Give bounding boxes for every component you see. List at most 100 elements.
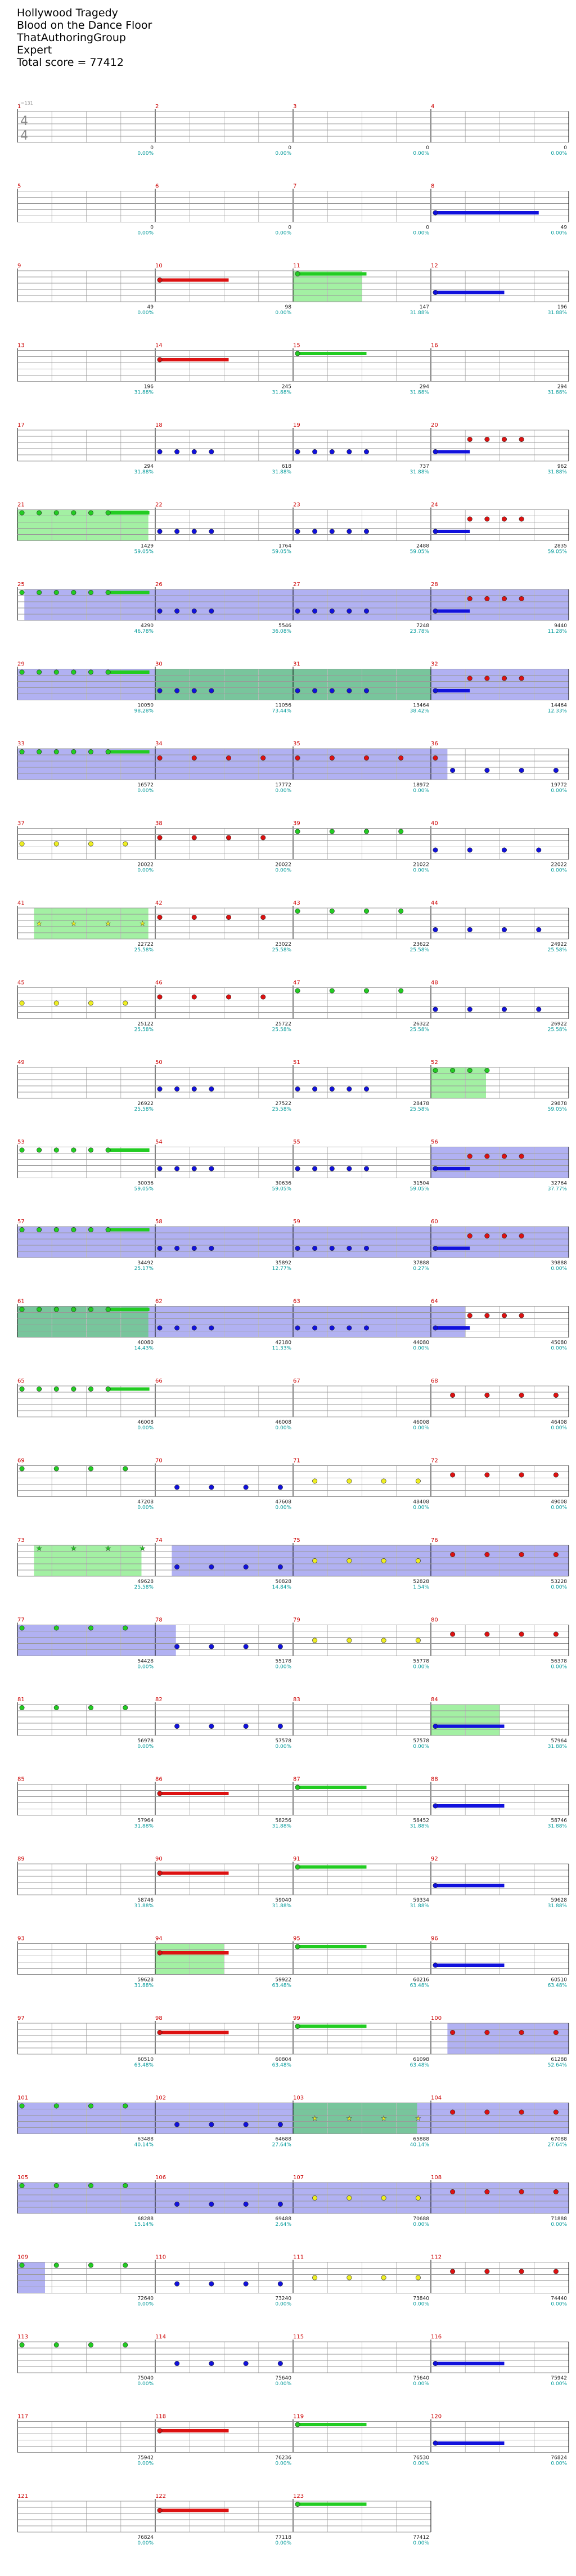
- measure-percent: 0.00%: [137, 788, 154, 794]
- note: [123, 2103, 128, 2109]
- note: [433, 1007, 438, 1012]
- measure-percent: 0.00%: [551, 2302, 567, 2307]
- note: [501, 516, 507, 522]
- sustain-bar: [435, 2362, 505, 2365]
- staff-row: 69472080.00%70476080.00%71484080.00%7249…: [17, 1458, 569, 1511]
- measure-score: 75640: [413, 2376, 429, 2381]
- note: [312, 1246, 318, 1251]
- measure-number: 63: [293, 1299, 300, 1305]
- note: [363, 755, 369, 761]
- note: [433, 1166, 438, 1171]
- measure-score: 0: [288, 225, 291, 231]
- measure-score: 55178: [275, 1659, 291, 1665]
- note: [53, 2342, 59, 2347]
- measure-number: 41: [17, 900, 25, 906]
- staff-row: 614008014.43%624218011.33%63440800.00%64…: [17, 1299, 569, 1352]
- note: [519, 1631, 524, 1637]
- measure-score: 57964: [551, 1738, 567, 1744]
- measure-number: 107: [293, 2175, 304, 2181]
- note: [398, 829, 404, 834]
- measure-score: 11056: [275, 703, 291, 709]
- measure-score: 50828: [275, 1579, 291, 1585]
- note: [174, 1484, 180, 1490]
- sustain-bar: [435, 1326, 470, 1330]
- measure-percent: 25.17%: [134, 1266, 154, 1272]
- measure-percent: 31.88%: [272, 1824, 292, 1830]
- measure-percent: 63.48%: [548, 1983, 568, 1989]
- measure-percent: 0.00%: [137, 2541, 154, 2546]
- measure-number: 102: [155, 2095, 166, 2101]
- measure: 500.00%: [17, 184, 154, 236]
- measure-score: 28478: [413, 1101, 429, 1107]
- measure-number: 29: [17, 661, 25, 668]
- measure-score: 63488: [137, 2137, 154, 2143]
- note: [157, 835, 163, 840]
- measure-percent: 31.88%: [410, 469, 430, 475]
- staff-row: 1729431.88%1861831.88%1973731.88%2096231…: [17, 422, 569, 475]
- measure-score: 19772: [551, 782, 567, 788]
- measure-percent: 0.00%: [137, 1425, 154, 1431]
- measure-percent: 40.14%: [410, 2143, 430, 2148]
- note: [88, 1227, 94, 1233]
- note: [363, 688, 369, 694]
- staff-row: 77544280.00%78551780.00%79557780.00%8056…: [17, 1617, 569, 1670]
- measure-score: 59628: [551, 1898, 567, 1903]
- measure-number: 118: [155, 2414, 166, 2420]
- note: [123, 1000, 128, 1006]
- note: [243, 1564, 249, 1570]
- note: [37, 669, 42, 675]
- measure-percent: 25.58%: [134, 1585, 154, 1590]
- note: [191, 994, 197, 1000]
- measure-percent: 36.08%: [272, 629, 292, 634]
- note: [174, 1325, 180, 1331]
- measure-number: 48: [431, 980, 438, 986]
- star-note: ★: [105, 1545, 111, 1553]
- measure-score: 32764: [551, 1181, 567, 1187]
- measure-score: 25722: [275, 1022, 291, 1027]
- note: [277, 2202, 283, 2207]
- measure-score: 46008: [413, 1420, 429, 1425]
- measure-number: 98: [155, 2015, 163, 2022]
- measure-percent: 0.00%: [413, 1665, 429, 1670]
- note: [329, 609, 335, 614]
- note: [19, 2262, 25, 2268]
- note: [191, 755, 197, 761]
- note: [484, 1313, 490, 1318]
- note: [484, 1552, 490, 1558]
- note: [209, 2360, 214, 2366]
- note: [19, 510, 25, 516]
- note: [295, 2024, 300, 2029]
- note: [433, 1962, 438, 1968]
- note: [329, 909, 335, 914]
- note: [501, 676, 507, 681]
- measure-number: 11: [293, 263, 300, 269]
- measure-number: 54: [155, 1139, 163, 1146]
- measure-score: 18972: [413, 782, 429, 788]
- note: [346, 688, 352, 694]
- note: [191, 1246, 197, 1251]
- note: [260, 835, 266, 840]
- note: [295, 1166, 300, 1171]
- note: [53, 2262, 59, 2268]
- measure-score: 26922: [551, 1022, 567, 1027]
- measure-score: 46408: [551, 1420, 567, 1425]
- note: [501, 436, 507, 442]
- measure-score: 58256: [275, 1818, 291, 1824]
- chart-header: Hollywood Tragedy Blood on the Dance Flo…: [17, 7, 152, 69]
- measure-score: 58452: [413, 1818, 429, 1824]
- note: [381, 1478, 386, 1484]
- measure-score: 0: [288, 145, 291, 151]
